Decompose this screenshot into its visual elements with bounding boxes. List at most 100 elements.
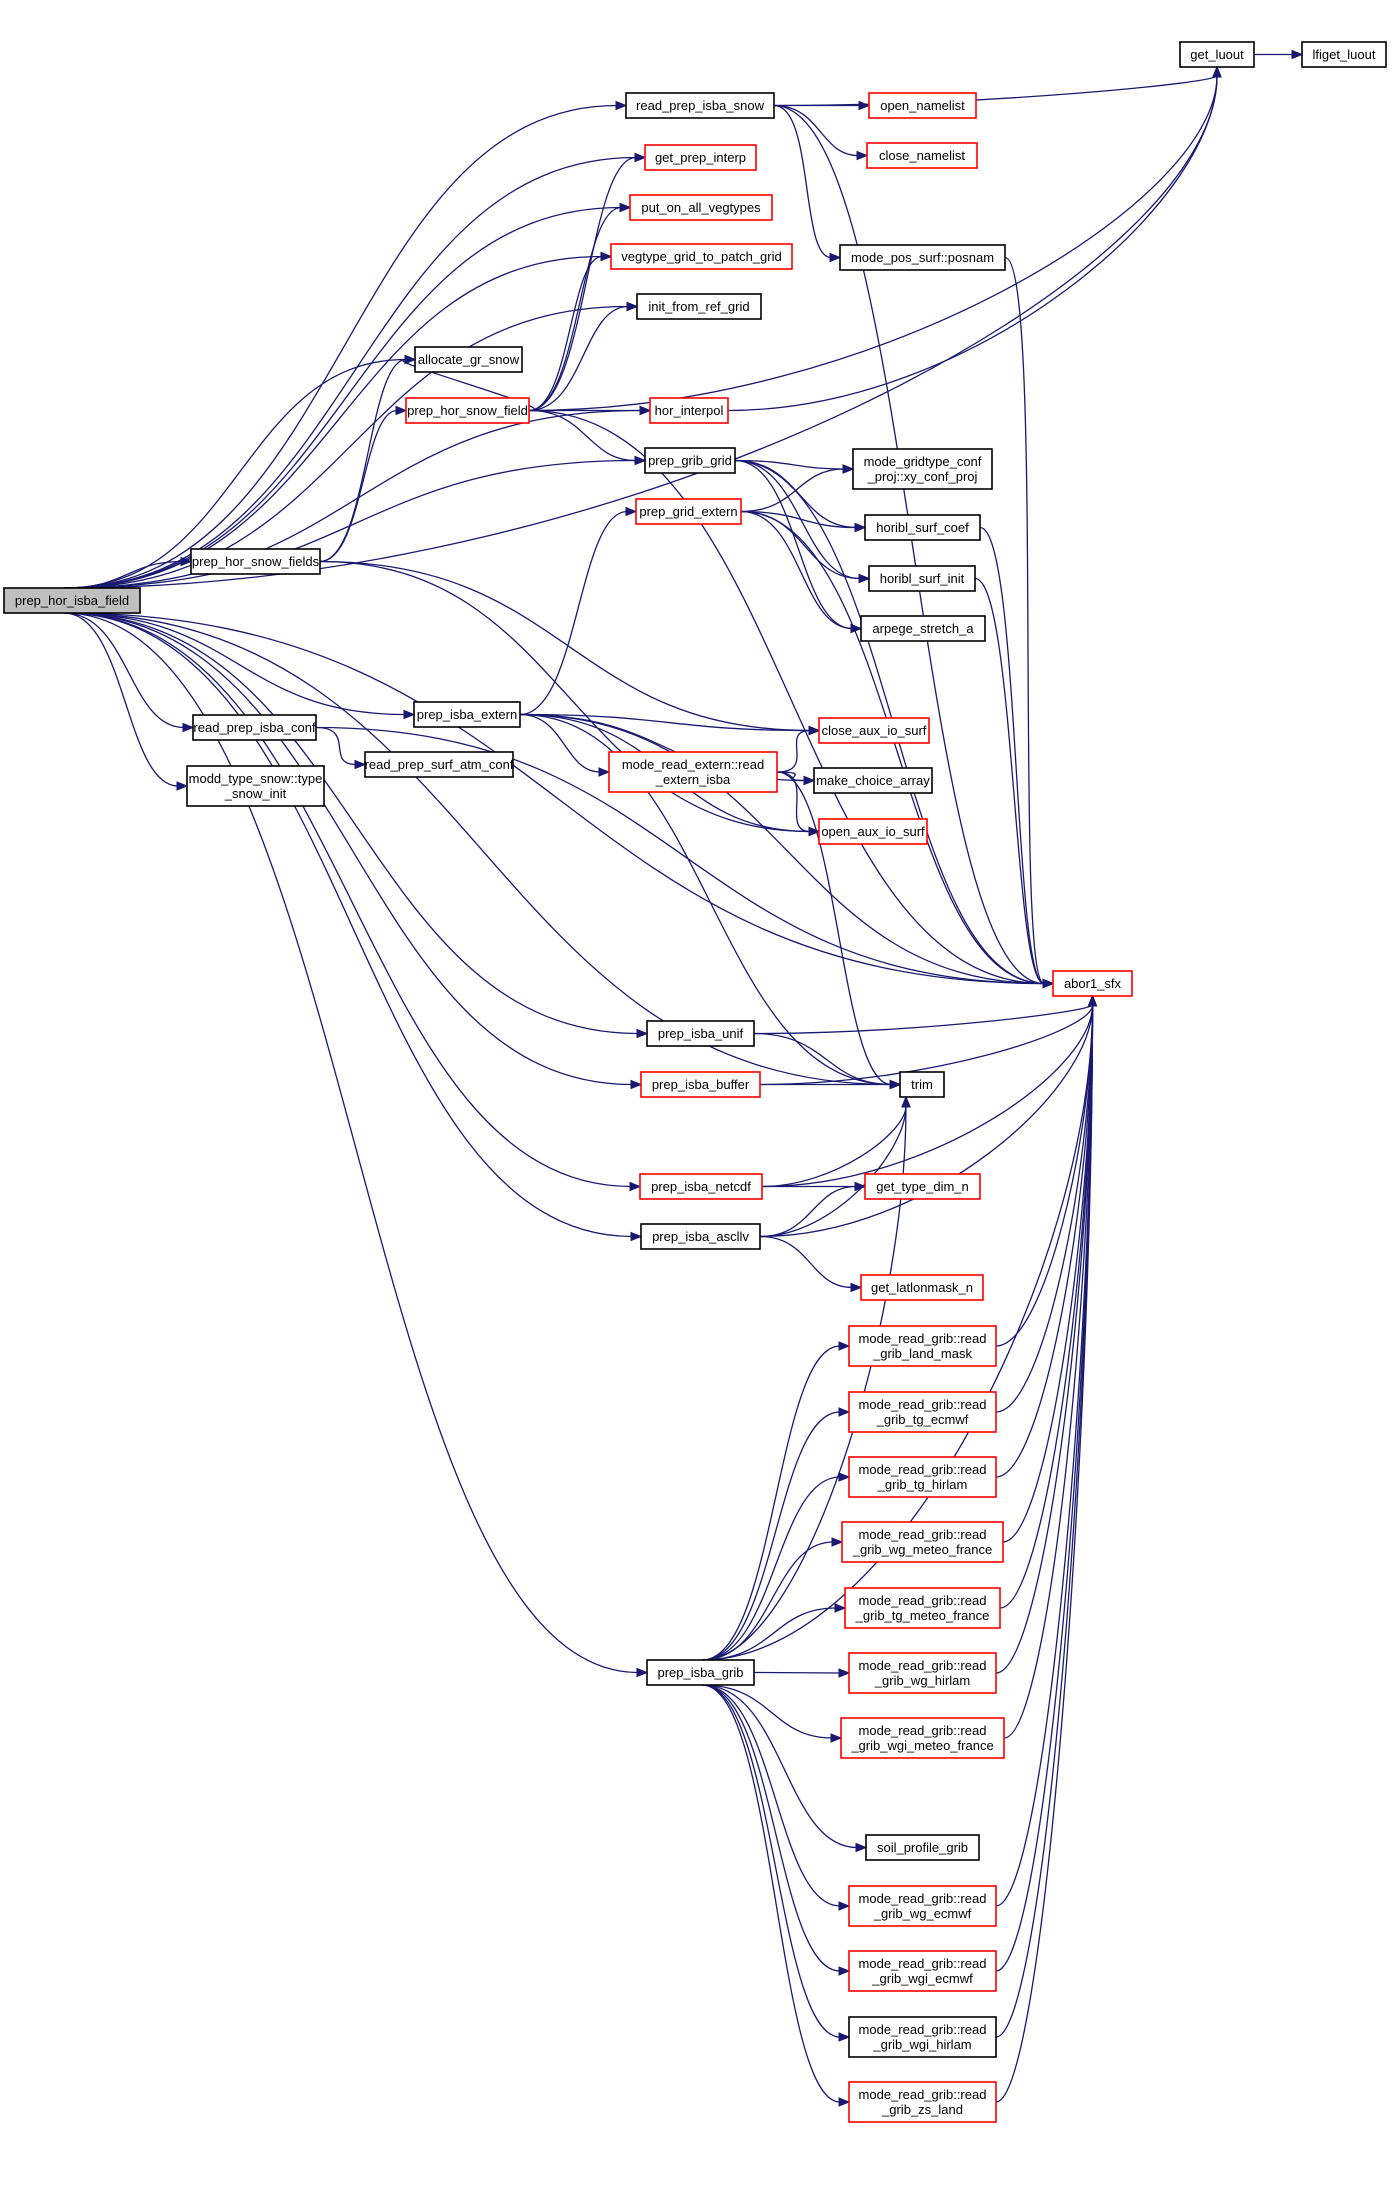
edge-read-grib-zs-land-to-abor1-sfx xyxy=(995,994,1098,2103)
node-label: _grib_wg_hirlam xyxy=(874,1673,970,1688)
node-prep-isba-grib[interactable]: prep_isba_grib xyxy=(646,1659,755,1686)
node-prep-hor-snow-fields[interactable]: prep_hor_snow_fields xyxy=(190,548,321,575)
node-read-prep-isba-snow[interactable]: read_prep_isba_snow xyxy=(625,92,775,119)
node-open-aux-io-surf[interactable]: open_aux_io_surf xyxy=(818,818,928,845)
node-box xyxy=(636,293,762,320)
edge-prep-hor-snow-field-to-prep-grib-grid xyxy=(528,409,647,466)
edge-prep-isba-grib-to-read-grib-wg-ecmwf xyxy=(701,1684,851,1911)
arrowhead-icon xyxy=(829,252,842,263)
node-read-prep-isba-conf[interactable]: read_prep_isba_conf xyxy=(192,714,317,741)
edges-layer xyxy=(63,49,1304,2107)
node-get-luout[interactable]: get_luout xyxy=(1179,41,1255,68)
arrowhead-icon xyxy=(404,354,417,365)
node-read-grib-wgi-meteo-france[interactable]: mode_read_grib::read_grib_wgi_meteo_fran… xyxy=(840,1717,1005,1759)
node-label: prep_hor_snow_field xyxy=(407,403,528,418)
edge-line xyxy=(63,612,639,1674)
node-prep-grid-extern[interactable]: prep_grid_extern xyxy=(635,498,742,525)
node-type-snow-init[interactable]: modd_type_snow::type_snow_init xyxy=(186,765,325,807)
node-label: mode_gridtype_conf xyxy=(864,454,982,469)
edge-prep-isba-grib-to-read-grib-wgi-ecmwf xyxy=(701,1684,851,1976)
node-read-grib-zs-land[interactable]: mode_read_grib::read_grib_zs_land xyxy=(848,2081,997,2123)
node-mode-pos-surf-posnam[interactable]: mode_pos_surf::posnam xyxy=(839,244,1006,271)
arrowhead-icon xyxy=(831,1537,844,1547)
node-close-aux-io-surf[interactable]: close_aux_io_surf xyxy=(818,717,930,744)
node-prep-hor-isba-field[interactable]: prep_hor_isba_field xyxy=(3,587,141,614)
node-prep-hor-snow-field[interactable]: prep_hor_snow_field xyxy=(405,397,530,424)
node-get-type-dim-n[interactable]: get_type_dim_n xyxy=(864,1173,981,1200)
node-prep-isba-buffer[interactable]: prep_isba_buffer xyxy=(640,1071,761,1098)
node-xy-conf-proj[interactable]: mode_gridtype_conf_proj::xy_conf_proj xyxy=(852,448,993,490)
edge-line xyxy=(740,510,857,529)
edge-prep-hor-snow-fields-to-close-aux-io-surf xyxy=(319,560,821,736)
edge-line xyxy=(315,726,1045,985)
node-label: open_namelist xyxy=(880,98,965,113)
node-label: _proj::xy_conf_proj xyxy=(867,469,978,484)
edge-line xyxy=(776,729,811,773)
node-vegtype-grid-to-patch-grid[interactable]: vegtype_grid_to_patch_grid xyxy=(610,243,793,270)
node-read-grib-wg-hirlam[interactable]: mode_read_grib::read_grib_wg_hirlam xyxy=(848,1652,997,1694)
node-read-grib-wgi-ecmwf[interactable]: mode_read_grib::read_grib_wgi_ecmwf xyxy=(848,1950,997,1992)
node-box xyxy=(364,751,514,778)
node-read-grib-wg-meteo-france[interactable]: mode_read_grib::read_grib_wg_meteo_franc… xyxy=(841,1521,1004,1563)
node-prep-isba-netcdf[interactable]: prep_isba_netcdf xyxy=(639,1173,763,1200)
node-put-on-all-vegtypes[interactable]: put_on_all_vegtypes xyxy=(629,194,773,221)
node-box xyxy=(848,1391,997,1433)
node-label: _grib_wgi_ecmwf xyxy=(871,1971,973,1986)
node-read-grib-land-mask[interactable]: mode_read_grib::read_grib_land_mask xyxy=(848,1325,997,1367)
node-horibl-surf-init[interactable]: horibl_surf_init xyxy=(868,565,976,592)
node-label: prep_isba_ascllv xyxy=(652,1229,749,1244)
arrowhead-icon xyxy=(838,1407,851,1417)
edge-line xyxy=(999,1004,1094,1609)
edge-read-prep-isba-snow-to-get-luout xyxy=(773,65,1222,107)
edge-line xyxy=(740,510,1045,985)
node-make-choice-array[interactable]: make_choice_array xyxy=(813,767,933,794)
node-trim[interactable]: trim xyxy=(899,1071,945,1098)
edge-line xyxy=(519,713,601,773)
node-arpege-stretch-a[interactable]: arpege_stretch_a xyxy=(860,615,986,642)
arrowhead-icon xyxy=(636,1028,649,1039)
node-read-extern-isba[interactable]: mode_read_extern::read_extern_isba xyxy=(608,751,778,793)
arrowhead-icon xyxy=(634,455,647,466)
edge-line xyxy=(740,510,853,630)
node-read-grib-tg-ecmwf[interactable]: mode_read_grib::read_grib_tg_ecmwf xyxy=(848,1391,997,1433)
arrowhead-icon xyxy=(619,202,632,213)
node-prep-grib-grid[interactable]: prep_grib_grid xyxy=(644,447,736,474)
arrowhead-icon xyxy=(182,722,195,733)
node-read-grib-tg-meteo-france[interactable]: mode_read_grib::read_grib_tg_meteo_franc… xyxy=(844,1587,1001,1629)
node-close-namelist[interactable]: close_namelist xyxy=(866,142,978,169)
node-prep-isba-ascllv[interactable]: prep_isba_ascllv xyxy=(640,1223,761,1250)
node-read-grib-wg-ecmwf[interactable]: mode_read_grib::read_grib_wg_ecmwf xyxy=(848,1885,997,1927)
edge-line xyxy=(995,1004,1094,1478)
arrowhead-icon xyxy=(834,1603,847,1613)
node-prep-isba-unif[interactable]: prep_isba_unif xyxy=(646,1020,755,1047)
edge-line xyxy=(740,468,845,513)
edge-prep-grib-grid-to-horibl-surf-init xyxy=(734,459,871,584)
node-open-namelist[interactable]: open_namelist xyxy=(868,92,977,119)
edge-read-prep-isba-snow-to-open-namelist xyxy=(773,100,871,111)
node-read-prep-surf-atm-conf[interactable]: read_prep_surf_atm_conf xyxy=(364,751,514,778)
node-lfiget-luout[interactable]: lfiget_luout xyxy=(1301,41,1387,68)
node-box xyxy=(635,498,742,525)
edge-prep-grid-extern-to-horibl-surf-init xyxy=(740,510,871,584)
node-label: get_luout xyxy=(1190,47,1244,62)
node-box xyxy=(848,1652,997,1694)
edge-line xyxy=(773,104,859,157)
node-soil-profile-grib[interactable]: soil_profile_grib xyxy=(865,1834,980,1861)
node-abor1-sfx[interactable]: abor1_sfx xyxy=(1052,970,1133,997)
edge-line xyxy=(776,771,811,833)
node-box xyxy=(839,244,1006,271)
edge-line xyxy=(759,1235,853,1289)
node-allocate-gr-snow[interactable]: allocate_gr_snow xyxy=(414,346,523,373)
edge-prep-hor-isba-field-to-get-prep-interp xyxy=(63,152,647,589)
node-prep-isba-extern[interactable]: prep_isba_extern xyxy=(413,701,521,728)
node-init-from-ref-grid[interactable]: init_from_ref_grid xyxy=(636,293,762,320)
node-horibl-surf-coef[interactable]: horibl_surf_coef xyxy=(864,514,981,541)
edge-line xyxy=(528,255,603,412)
node-box xyxy=(852,448,993,490)
node-get-latlonmask-n[interactable]: get_latlonmask_n xyxy=(860,1274,984,1301)
node-label: _grib_wg_ecmwf xyxy=(873,1906,972,1921)
node-hor-interpol[interactable]: hor_interpol xyxy=(649,397,729,424)
node-get-prep-interp[interactable]: get_prep_interp xyxy=(644,144,757,171)
node-read-grib-wgi-hirlam[interactable]: mode_read_grib::read_grib_wgi_hirlam xyxy=(848,2016,997,2058)
node-read-grib-tg-hirlam[interactable]: mode_read_grib::read_grib_tg_hirlam xyxy=(848,1456,997,1498)
